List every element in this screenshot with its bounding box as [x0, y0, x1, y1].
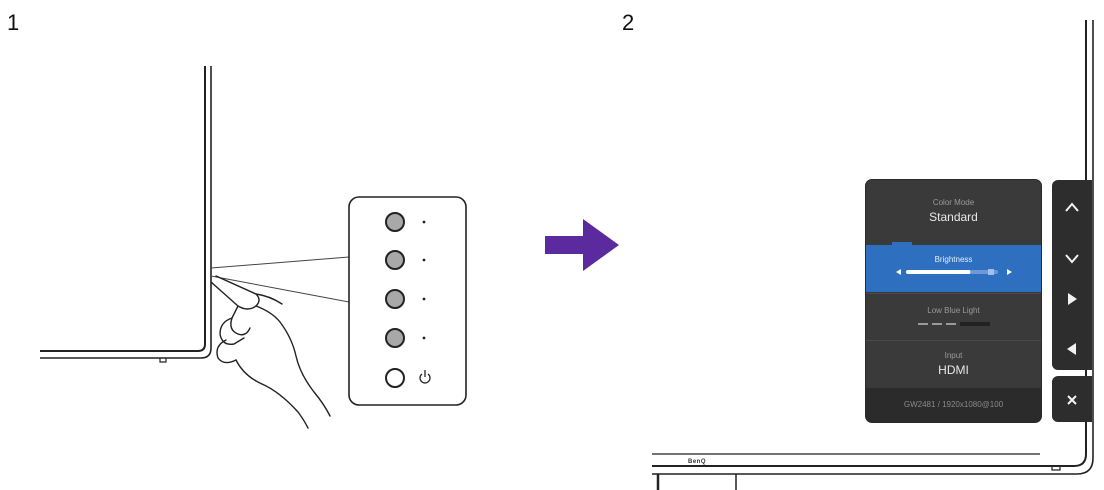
monitor-corner-left — [40, 66, 212, 363]
monitor-corner-right — [652, 20, 1094, 490]
key-group — [1052, 180, 1092, 370]
osd-item-brightness[interactable]: Brightness — [866, 245, 1041, 292]
close-icon[interactable] — [1052, 390, 1092, 410]
osd-color-mode-label: Color Mode — [932, 198, 975, 207]
slider-fill — [905, 270, 970, 274]
osd-input-label: Input — [944, 351, 963, 360]
arrow-right-icon — [545, 219, 619, 271]
brightness-slider[interactable] — [894, 266, 1014, 278]
power-button — [385, 368, 405, 388]
hand-icon — [210, 275, 331, 429]
right-arrow-icon[interactable] — [1052, 290, 1092, 310]
osd-item-color-mode[interactable]: Color Mode Standard — [866, 198, 1041, 224]
osd-key-panel — [1052, 180, 1092, 422]
osd-item-input[interactable]: Input HDMI — [866, 340, 1041, 389]
step-number-1: 1 — [7, 10, 20, 35]
step-number-2: 2 — [622, 10, 635, 35]
osd-model-info: GW2481 / 1920x1080@100 — [866, 388, 1041, 422]
slider-end-mark — [987, 269, 994, 275]
osd-tab-indicator — [892, 242, 912, 245]
osd-brightness-label: Brightness — [934, 255, 973, 264]
osd-color-mode-value: Standard — [929, 210, 978, 224]
osd-item-low-blue-light[interactable]: Low Blue Light — [866, 293, 1041, 342]
control-buttons — [385, 212, 405, 388]
control-button-3 — [385, 289, 405, 309]
control-button-1 — [385, 212, 405, 232]
button-panel — [348, 196, 467, 406]
zoom-lines — [210, 256, 350, 303]
left-arrow-icon[interactable] — [1052, 340, 1092, 360]
osd-menu: Color Mode Standard Brightness Low Blue … — [866, 180, 1041, 422]
button-dots — [422, 220, 426, 340]
low-blue-light-level — [917, 322, 990, 326]
brand-logo: BenQ — [688, 459, 707, 465]
control-button-4 — [385, 328, 405, 348]
control-button-2 — [385, 250, 405, 270]
down-arrow-icon[interactable] — [1052, 248, 1092, 268]
osd-low-blue-light-label: Low Blue Light — [927, 306, 980, 315]
power-icon — [419, 370, 431, 384]
up-arrow-icon[interactable] — [1052, 196, 1092, 216]
slider-left-arrow-icon — [895, 269, 901, 275]
close-key[interactable] — [1052, 376, 1092, 422]
slider-right-arrow-icon — [1006, 269, 1012, 275]
osd-input-value: HDMI — [938, 363, 969, 377]
